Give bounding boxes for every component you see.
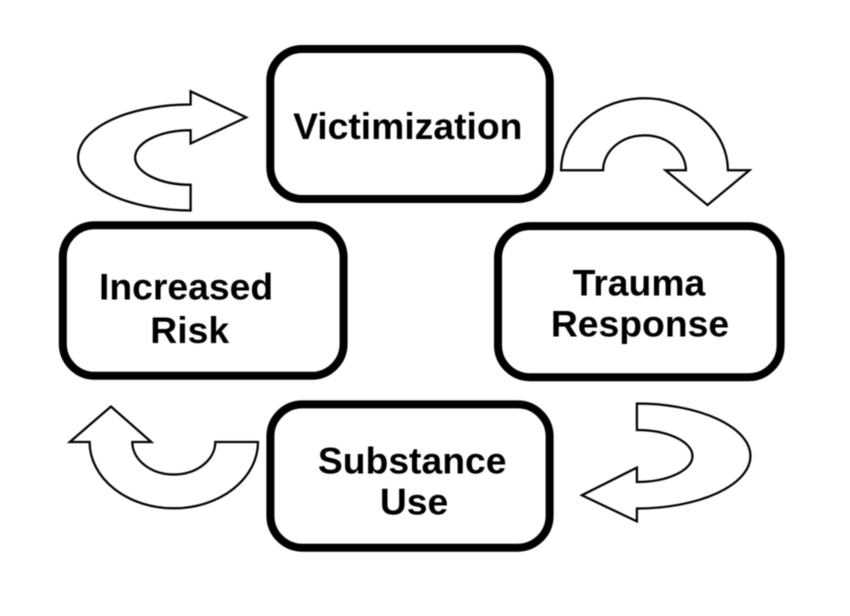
svg-text:Use: Use — [380, 481, 448, 523]
svg-text:Response: Response — [551, 302, 729, 344]
svg-text:Trauma: Trauma — [573, 262, 706, 304]
svg-text:Substance: Substance — [318, 439, 507, 481]
svg-text:Risk: Risk — [150, 309, 229, 351]
svg-text:Victimization: Victimization — [293, 105, 522, 147]
svg-text:Increased: Increased — [99, 265, 273, 307]
